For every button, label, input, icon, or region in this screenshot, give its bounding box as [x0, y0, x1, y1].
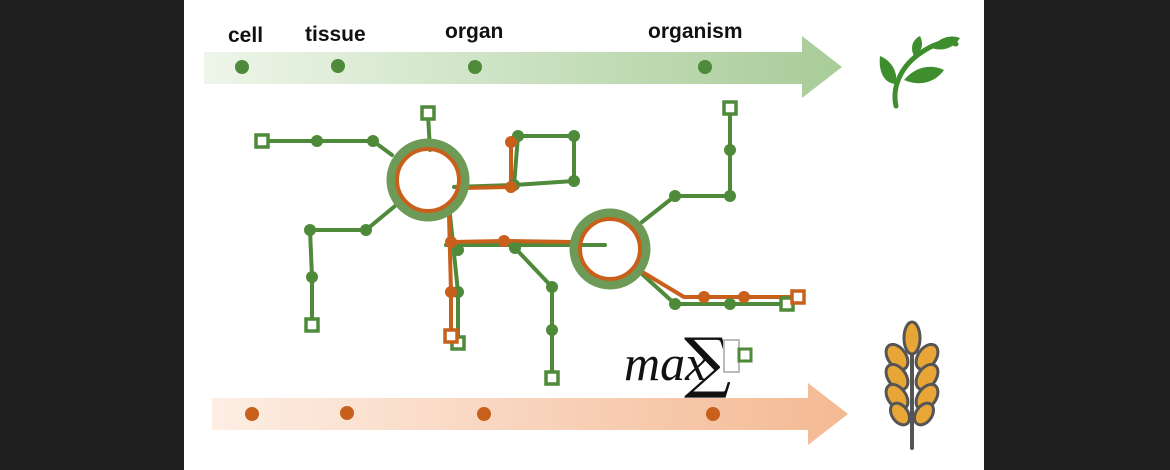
formula-node-icon — [737, 347, 753, 363]
objective-formula: max ∑ — [624, 324, 753, 401]
plant-sprout-icon — [879, 36, 960, 109]
top-arrow-shape — [204, 36, 842, 98]
bottom-arrow-dot — [706, 407, 720, 421]
bottom-arrow-dot — [340, 406, 354, 420]
top-arrow-dot — [698, 60, 712, 74]
network-terminal-nodes — [254, 100, 806, 386]
bottom-scale-arrow — [212, 383, 848, 445]
top-scale-arrow — [204, 36, 842, 98]
network-orange-nodes — [445, 136, 750, 303]
stage-label-cell: cell — [228, 24, 263, 47]
hub-node-left — [386, 138, 470, 222]
bottom-arrow-shape — [212, 383, 848, 445]
bottom-arrow-dot — [477, 407, 491, 421]
scale-network-diagram: cell tissue organ organism — [204, 20, 960, 450]
top-arrow-dot — [235, 60, 249, 74]
bottom-arrow-dot — [245, 407, 259, 421]
network-green-nodes — [304, 130, 736, 336]
formula-node-icon — [723, 339, 740, 373]
top-arrow-dot — [468, 60, 482, 74]
stage-label-organism: organism — [648, 20, 743, 43]
diagram-canvas: cell tissue organ organism — [184, 0, 984, 470]
stage-label-organ: organ — [445, 20, 503, 43]
stage-label-tissue: tissue — [305, 23, 366, 46]
wheat-ear-icon — [884, 320, 940, 450]
top-arrow-dot — [331, 59, 345, 73]
hub-node-right — [569, 208, 651, 290]
formula-max-label: max — [624, 335, 707, 391]
